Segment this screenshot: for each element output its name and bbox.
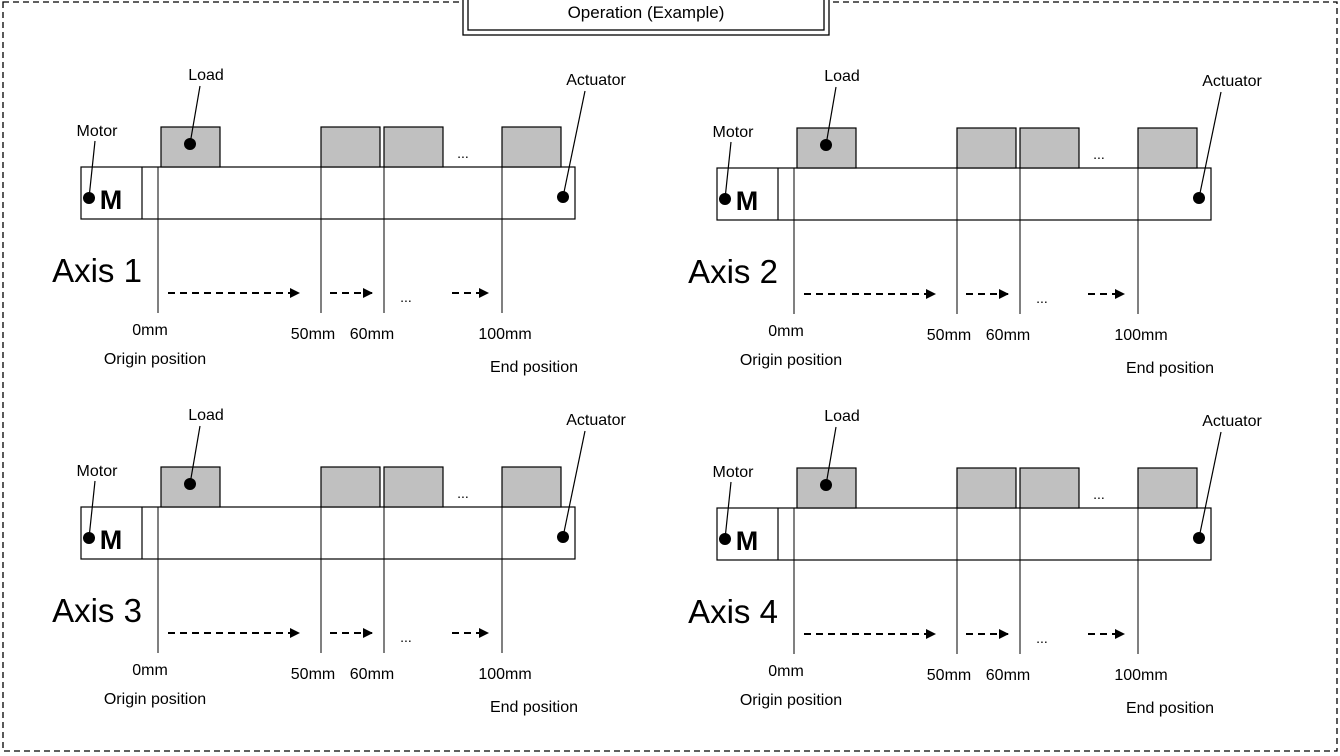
load-label: Load xyxy=(188,407,224,424)
position-label-50mm: 50mm xyxy=(291,326,335,343)
position-label-50mm: 50mm xyxy=(291,666,335,683)
load-label: Load xyxy=(824,408,860,425)
actuator-rail xyxy=(716,167,1212,221)
load-label: Load xyxy=(824,68,860,85)
position-label-0mm: 0mm xyxy=(132,662,168,679)
load-block-3 xyxy=(1019,127,1080,169)
position-label-0mm: 0mm xyxy=(768,663,804,680)
actuator-rail xyxy=(80,506,576,560)
position-label-50mm: 50mm xyxy=(927,667,971,684)
axis-panel-4: M... Motor Load Actuator... Axis 4 0mm 50mm 60m… xyxy=(688,408,1262,717)
load-callout-line xyxy=(825,426,837,486)
position-label-100mm: 100mm xyxy=(1114,327,1167,344)
load-block-3 xyxy=(1019,467,1080,509)
arrow-ellipsis: ... xyxy=(400,629,412,645)
load-callout-line xyxy=(189,425,201,485)
load-block-4 xyxy=(501,466,562,508)
origin-position-label: Origin position xyxy=(740,692,842,709)
load-block-3 xyxy=(383,466,444,508)
position-label-100mm: 100mm xyxy=(478,326,531,343)
position-label-60mm: 60mm xyxy=(986,327,1030,344)
motor-callout-line xyxy=(88,140,96,199)
actuator-callout-line xyxy=(562,430,586,538)
load-block-2 xyxy=(956,467,1017,509)
load-block-4 xyxy=(1137,467,1198,509)
load-callout-line xyxy=(189,85,201,145)
axis-label: Axis 1 xyxy=(52,252,142,289)
actuator-callout-line xyxy=(1198,91,1222,199)
motor-symbol: M xyxy=(100,185,123,215)
actuator-callout-line xyxy=(562,90,586,198)
position-label-60mm: 60mm xyxy=(350,326,394,343)
position-label-100mm: 100mm xyxy=(478,666,531,683)
load-callout-line xyxy=(825,86,837,146)
motor-symbol: M xyxy=(100,525,123,555)
position-label-60mm: 60mm xyxy=(986,667,1030,684)
title-box: Operation (Example) xyxy=(462,0,830,36)
load-label: Load xyxy=(188,67,224,84)
motor-symbol: M xyxy=(736,186,759,216)
axis-panel-3: M... Motor Load Actuator... Axis 3 0mm 50mm 60m… xyxy=(52,407,626,716)
motor-label: Motor xyxy=(77,463,119,480)
axis-label: Axis 4 xyxy=(688,593,778,630)
arrow-ellipsis: ... xyxy=(400,289,412,305)
origin-position-label: Origin position xyxy=(104,691,206,708)
load-block-2 xyxy=(320,126,381,168)
motor-callout-line xyxy=(88,480,96,539)
actuator-callout-line xyxy=(1198,431,1222,539)
axis-label: Axis 2 xyxy=(688,253,778,290)
axis-label: Axis 3 xyxy=(52,592,142,629)
load-ellipsis: ... xyxy=(1093,146,1105,162)
axis-panel-2: M... Motor Load Actuator... Axis 2 0mm 50mm 60m… xyxy=(688,68,1262,377)
position-label-0mm: 0mm xyxy=(132,322,168,339)
load-block-2 xyxy=(320,466,381,508)
motor-callout-line xyxy=(724,141,732,200)
position-label-0mm: 0mm xyxy=(768,323,804,340)
diagram-title: Operation (Example) xyxy=(568,3,725,22)
load-ellipsis: ... xyxy=(457,485,469,501)
motor-label: Motor xyxy=(77,123,119,140)
load-ellipsis: ... xyxy=(457,145,469,161)
load-block-3 xyxy=(383,126,444,168)
actuator-rail xyxy=(716,507,1212,561)
actuator-label: Actuator xyxy=(566,412,626,429)
origin-position-label: Origin position xyxy=(104,351,206,368)
actuator-label: Actuator xyxy=(1202,413,1262,430)
title-box-inner-border xyxy=(467,0,825,31)
motor-callout-line xyxy=(724,481,732,540)
load-block-4 xyxy=(1137,127,1198,169)
motor-label: Motor xyxy=(713,124,755,141)
load-block-4 xyxy=(501,126,562,168)
actuator-label: Actuator xyxy=(1202,73,1262,90)
position-label-60mm: 60mm xyxy=(350,666,394,683)
axis-panel-1: M... Motor Load Actuator... Axis 1 0mm 50mm 60m… xyxy=(52,67,626,376)
load-block-2 xyxy=(956,127,1017,169)
end-position-label: End position xyxy=(490,359,578,376)
position-label-50mm: 50mm xyxy=(927,327,971,344)
arrow-ellipsis: ... xyxy=(1036,630,1048,646)
position-label-100mm: 100mm xyxy=(1114,667,1167,684)
load-ellipsis: ... xyxy=(1093,486,1105,502)
origin-position-label: Origin position xyxy=(740,352,842,369)
actuator-label: Actuator xyxy=(566,72,626,89)
motor-symbol: M xyxy=(736,526,759,556)
end-position-label: End position xyxy=(1126,360,1214,377)
end-position-label: End position xyxy=(1126,700,1214,717)
end-position-label: End position xyxy=(490,699,578,716)
motor-label: Motor xyxy=(713,464,755,481)
arrow-ellipsis: ... xyxy=(1036,290,1048,306)
actuator-rail xyxy=(80,166,576,220)
